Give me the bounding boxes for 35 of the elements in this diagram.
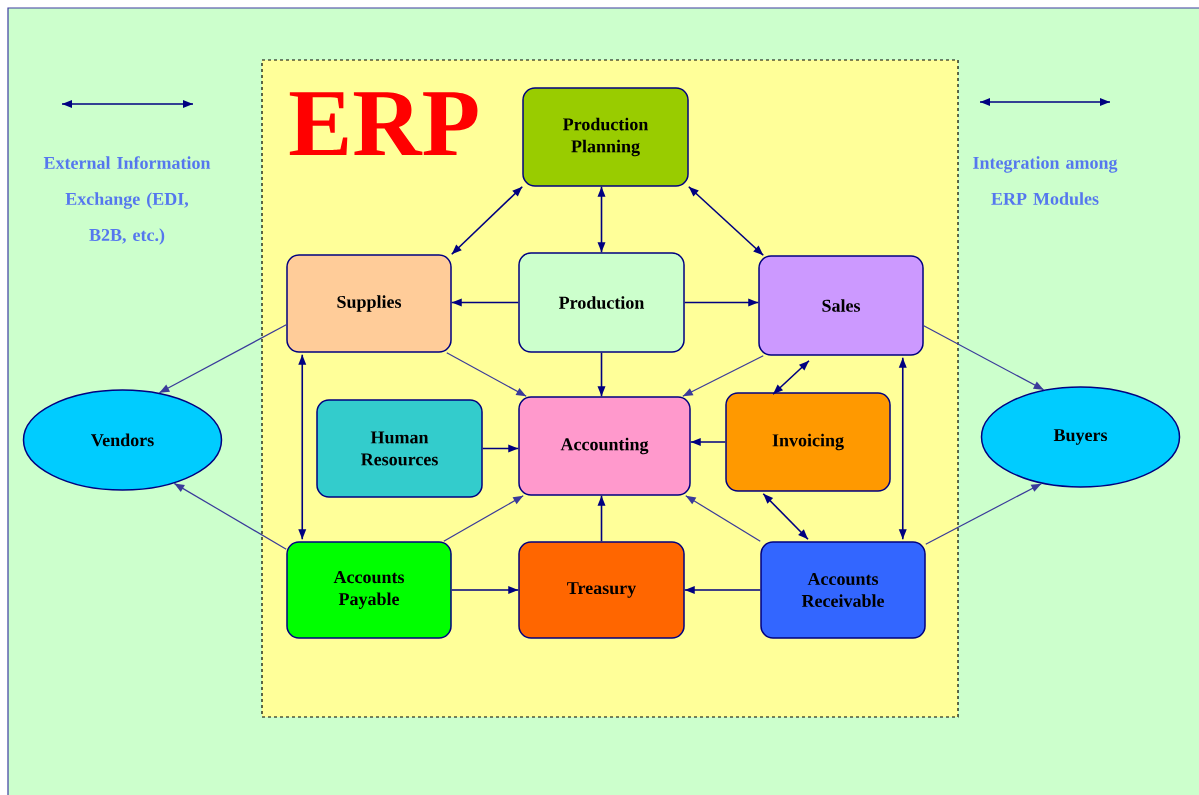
module-box: Supplies	[286, 254, 452, 353]
module-box: Accounts Payable	[286, 541, 452, 639]
arrow	[450, 185, 524, 256]
arrow	[772, 359, 810, 396]
arrow	[173, 482, 287, 550]
module-box: Treasury	[518, 541, 685, 639]
module-box: Sales	[758, 255, 924, 356]
module-box: Accounting	[518, 396, 691, 496]
arrow	[898, 356, 907, 541]
module-box: Invoicing	[725, 392, 891, 492]
arrow	[683, 586, 762, 594]
arrow	[762, 492, 809, 541]
arrow	[481, 444, 520, 453]
arrow	[450, 298, 520, 307]
module-box: Human Resources	[316, 399, 483, 498]
arrow	[685, 495, 761, 542]
arrow	[158, 324, 287, 394]
arrow	[597, 494, 606, 543]
module-box: Production Planning	[522, 87, 689, 187]
arrow	[450, 586, 520, 594]
legend-text: Integration among ERP Modules	[973, 156, 1118, 205]
arrow	[298, 353, 307, 541]
arrow	[443, 495, 524, 542]
arrow	[687, 185, 765, 257]
arrow	[597, 351, 606, 398]
legend-text: External Information Exchange (EDI, B2B, etc.)	[43, 156, 211, 245]
module-box: Accounts Receivable	[760, 541, 926, 639]
arrow	[923, 325, 1045, 391]
arrow	[683, 298, 760, 307]
arrow	[925, 483, 1042, 545]
arrow	[597, 185, 606, 254]
arrow	[682, 355, 764, 397]
module-box: Production	[518, 252, 685, 353]
arrow	[689, 438, 727, 446]
arrow	[446, 352, 527, 397]
